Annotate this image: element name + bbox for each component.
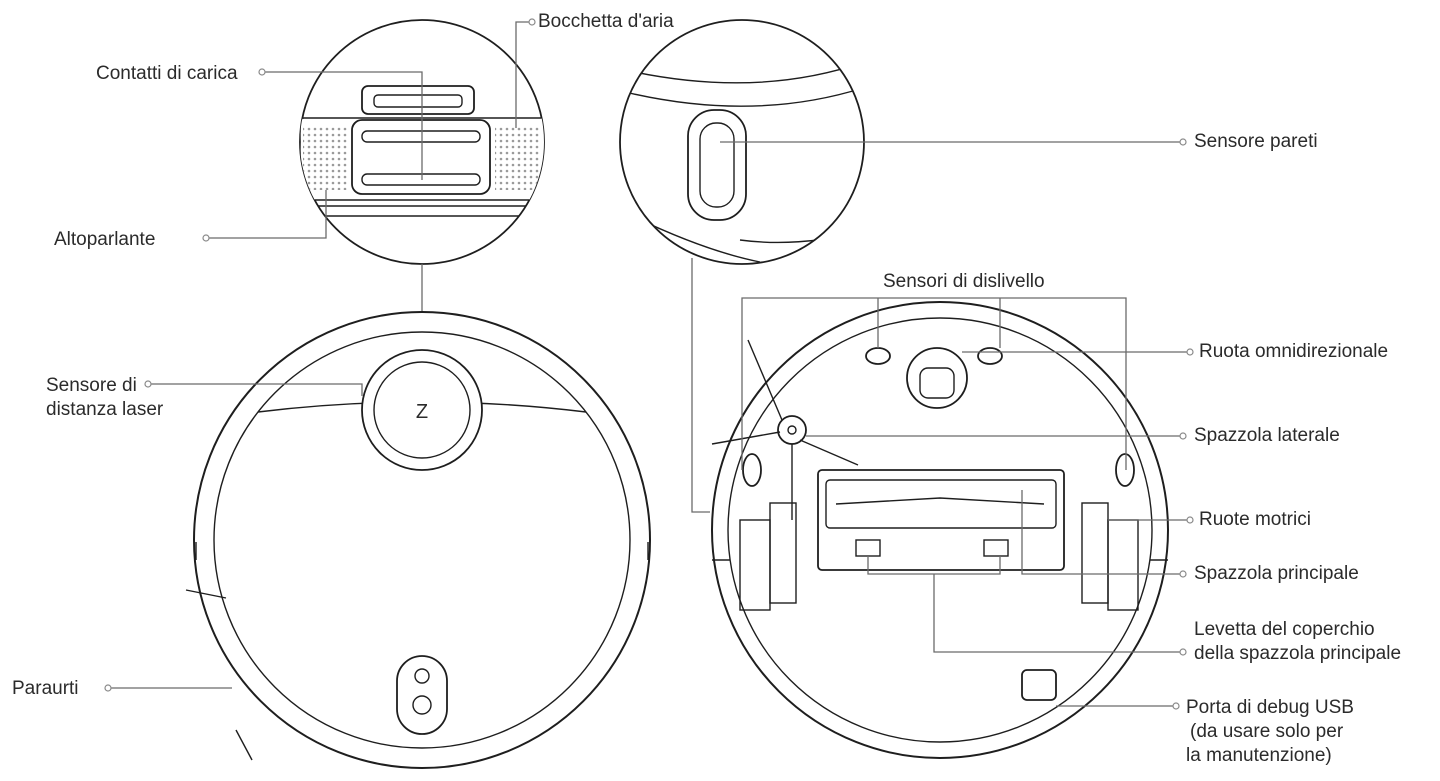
label-drive-wheels: Ruote motrici	[1199, 509, 1311, 530]
label-laser-sensor-2: distanza laser	[46, 399, 164, 420]
robot-bottom-view	[711, 301, 1169, 759]
label-usb-port-3: la manutenzione)	[1186, 745, 1332, 766]
label-omni-wheel: Ruota omnidirezionale	[1199, 341, 1389, 362]
label-laser-sensor-1: Sensore di	[46, 375, 137, 396]
cliff-sensor-left	[865, 347, 891, 365]
label-bumper: Paraurti	[12, 678, 79, 699]
leader-lines	[104, 18, 1194, 710]
label-main-brush: Spazzola principale	[1194, 563, 1359, 584]
label-usb-port-2: (da usare solo per	[1190, 721, 1344, 742]
label-main-brush-cover-2: della spazzola principale	[1194, 643, 1402, 664]
robot-top-view: Z	[185, 264, 651, 769]
label-wall-sensor: Sensore pareti	[1194, 131, 1318, 152]
robot-logo: Z	[416, 401, 428, 423]
cliff-sensor-right	[977, 347, 1003, 365]
side-brush-drawing	[711, 339, 859, 520]
label-usb-port-1: Porta di debug USB	[1186, 697, 1354, 718]
label-cliff-sensors: Sensori di dislivello	[883, 271, 1045, 292]
label-air-vent: Bocchetta d'aria	[538, 11, 674, 32]
zoom-charging-area	[299, 19, 545, 265]
label-side-brush: Spazzola laterale	[1194, 425, 1340, 446]
label-main-brush-cover-1: Levetta del coperchio	[1194, 619, 1375, 640]
label-speaker: Altoparlante	[54, 229, 156, 250]
label-charging-contacts: Contatti di carica	[96, 63, 238, 84]
